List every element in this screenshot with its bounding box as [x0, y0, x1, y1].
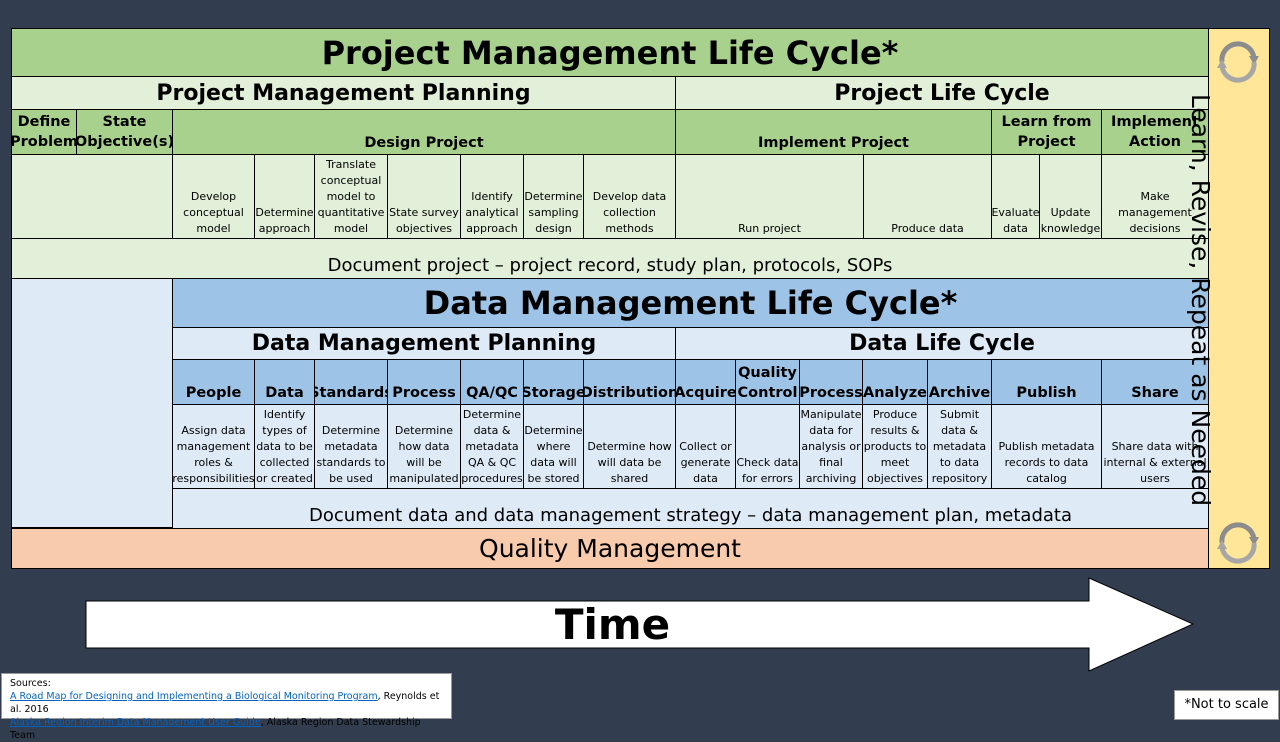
side-bar	[1208, 28, 1270, 569]
header-publish: Publish	[991, 359, 1102, 405]
step-produce-data: Produce data	[863, 154, 992, 239]
header-process: Process	[387, 359, 461, 405]
step-evaluate-data: Evaluate data	[991, 154, 1040, 239]
phase-define-problem: Define Problem	[11, 109, 77, 155]
document-data: Document data and data management strate…	[172, 488, 1209, 529]
dm-step-analyze: Produce results & products to meet objec…	[862, 404, 928, 489]
phase-implement-action: Implement Action	[1101, 109, 1209, 155]
dm-step-storage: Determine where data will be stored	[523, 404, 584, 489]
step-state-survey-objectives: State survey objectives	[387, 154, 461, 239]
step-run-project: Run project	[675, 154, 864, 239]
step-determine-approach: Determine approach	[254, 154, 315, 239]
header-storage: Storage	[523, 359, 584, 405]
cycle-arrows-icon	[1217, 41, 1259, 83]
time-arrow	[85, 577, 1195, 672]
data-planning-title: Data Management Planning	[172, 327, 676, 360]
dm-step-acquire: Collect or generate data	[675, 404, 736, 489]
step-update-knowledge: Update knowledge	[1039, 154, 1102, 239]
dm-step-publish: Publish metadata records to data catalog	[991, 404, 1102, 489]
not-to-scale-note: *Not to scale	[1174, 690, 1279, 720]
header-data: Data	[254, 359, 315, 405]
dm-step-share: Share data with internal & external user…	[1101, 404, 1209, 489]
sources-box: Sources: A Road Map for Designing and Im…	[1, 673, 452, 741]
project-planning-title: Project Management Planning	[11, 76, 676, 110]
dm-step-quality-control: Check data for errors	[735, 404, 800, 489]
document-project: Document project – project record, study…	[11, 238, 1209, 279]
phase-state-objectives: State Objective(s)	[76, 109, 173, 155]
step-determine-sampling-design: Determine sampling design	[523, 154, 584, 239]
header-quality-control: Quality Control	[735, 359, 800, 405]
header-qaqc: QA/QC	[460, 359, 524, 405]
sources-heading: Sources:	[10, 678, 51, 689]
header-share: Share	[1101, 359, 1209, 405]
phase-design-project: Design Project	[172, 109, 676, 155]
dm-step-process: Determine how data will be manipulated	[387, 404, 461, 489]
phase-implement-project: Implement Project	[675, 109, 992, 155]
data-left-spacer	[11, 278, 173, 528]
header-standards: Standards	[314, 359, 388, 405]
header-acquire: Acquire	[675, 359, 736, 405]
source-link-2[interactable]: Alaska Region Interim Data Management Us…	[10, 717, 261, 728]
header-analyze: Analyze	[862, 359, 928, 405]
dm-step-qaqc: Determine data & metadata QA & QC proced…	[460, 404, 524, 489]
dm-step-archive: Submit data & metadata to data repositor…	[927, 404, 992, 489]
dm-step-people: Assign data management roles & responsib…	[172, 404, 255, 489]
data-lifecycle-title: Data Life Cycle	[675, 327, 1209, 360]
time-label: Time	[554, 600, 671, 649]
step-identify-analytical-approach: Identify analytical approach	[460, 154, 524, 239]
header-process-2: Process	[799, 359, 863, 405]
project-lifecycle-title: Project Life Cycle	[675, 76, 1209, 110]
dm-step-standards: Determine metadata standards to be used	[314, 404, 388, 489]
source-rest-1: , Reynolds et al. 2016	[10, 691, 440, 715]
dm-step-process-2: Manipulate data for analysis or final ar…	[799, 404, 863, 489]
side-label: Learn, Revise, Repeat as Needed	[1186, 93, 1215, 507]
quality-management: Quality Management	[11, 528, 1209, 569]
header-distribution: Distribution	[583, 359, 676, 405]
source-link-1[interactable]: A Road Map for Designing and Implementin…	[10, 691, 378, 702]
step-develop-collection-methods: Develop data collection methods	[583, 154, 676, 239]
source-line-1: A Road Map for Designing and Implementin…	[10, 690, 443, 716]
header-archive: Archive	[927, 359, 992, 405]
dm-step-distribution: Determine how will data be shared	[583, 404, 676, 489]
step-develop-conceptual-model: Develop conceptual model	[172, 154, 255, 239]
project-title: Project Management Life Cycle*	[11, 28, 1209, 77]
project-step-empty	[11, 154, 173, 239]
step-translate-model: Translate conceptual model to quantitati…	[314, 154, 388, 239]
cycle-arrows-icon	[1217, 522, 1259, 564]
data-title: Data Management Life Cycle*	[172, 278, 1209, 328]
step-make-management-decisions: Make management decisions	[1101, 154, 1209, 239]
phase-learn-from-project: Learn from Project	[991, 109, 1102, 155]
dm-step-data: Identify types of data to be collected o…	[254, 404, 315, 489]
header-people: People	[172, 359, 255, 405]
